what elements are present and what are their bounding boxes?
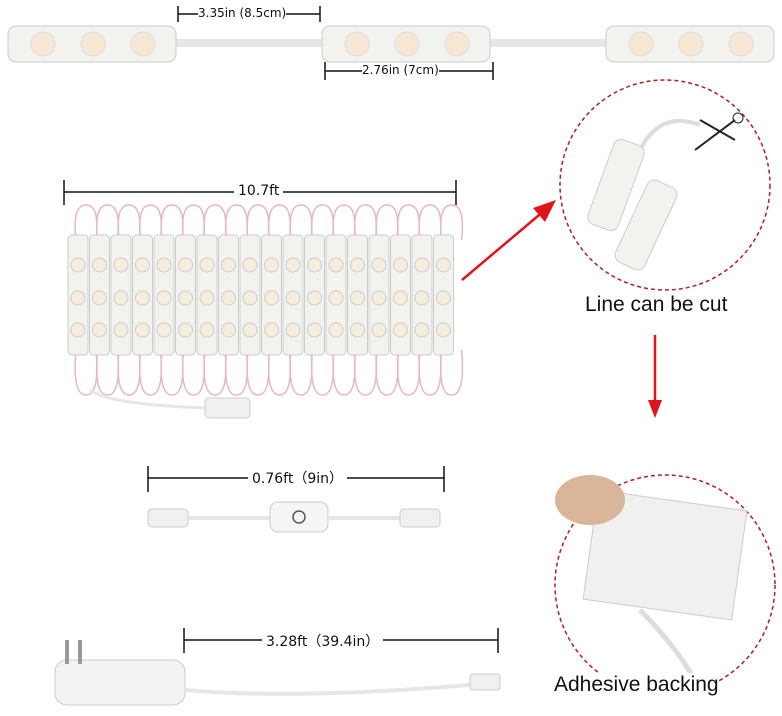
strip-module — [132, 204, 163, 396]
strip-module — [433, 204, 464, 396]
strip-module — [153, 204, 184, 396]
adhesive-detail — [555, 475, 748, 692]
strip-module — [325, 204, 356, 396]
power-adapter — [54, 640, 501, 706]
strip-module — [282, 204, 313, 396]
arrows — [461, 200, 662, 418]
module-spacing-label: 3.35in (8.5cm) — [198, 6, 287, 20]
adapter-cable-label: 3.28ft（39.4in） — [262, 631, 384, 651]
adhesive-detail-circle — [554, 474, 776, 696]
led-module — [605, 25, 775, 63]
strip-module — [218, 204, 249, 396]
module-length-label: 2.76in (7cm) — [362, 63, 439, 77]
strip-module — [261, 204, 292, 396]
switch-cable — [147, 501, 441, 533]
switch-cable-label: 0.76ft（9in） — [248, 468, 348, 488]
led-module — [321, 25, 491, 63]
adhesive-caption: Adhesive backing — [554, 673, 719, 697]
cut-caption: Line can be cut — [585, 293, 728, 317]
cut-detail-circle — [559, 79, 771, 291]
strip-module — [368, 204, 399, 396]
cut-detail — [587, 112, 744, 271]
led-module — [7, 25, 177, 63]
dc-connector — [204, 397, 251, 419]
strip-module — [304, 204, 335, 396]
strip-module — [347, 204, 378, 396]
strip-module — [67, 204, 98, 396]
module-row — [7, 25, 775, 63]
strip-module — [110, 204, 141, 396]
strip-length-label: 10.7ft — [234, 183, 284, 199]
led-strip-bundle — [67, 204, 464, 396]
strip-module — [411, 204, 442, 396]
strip-module — [390, 204, 421, 396]
